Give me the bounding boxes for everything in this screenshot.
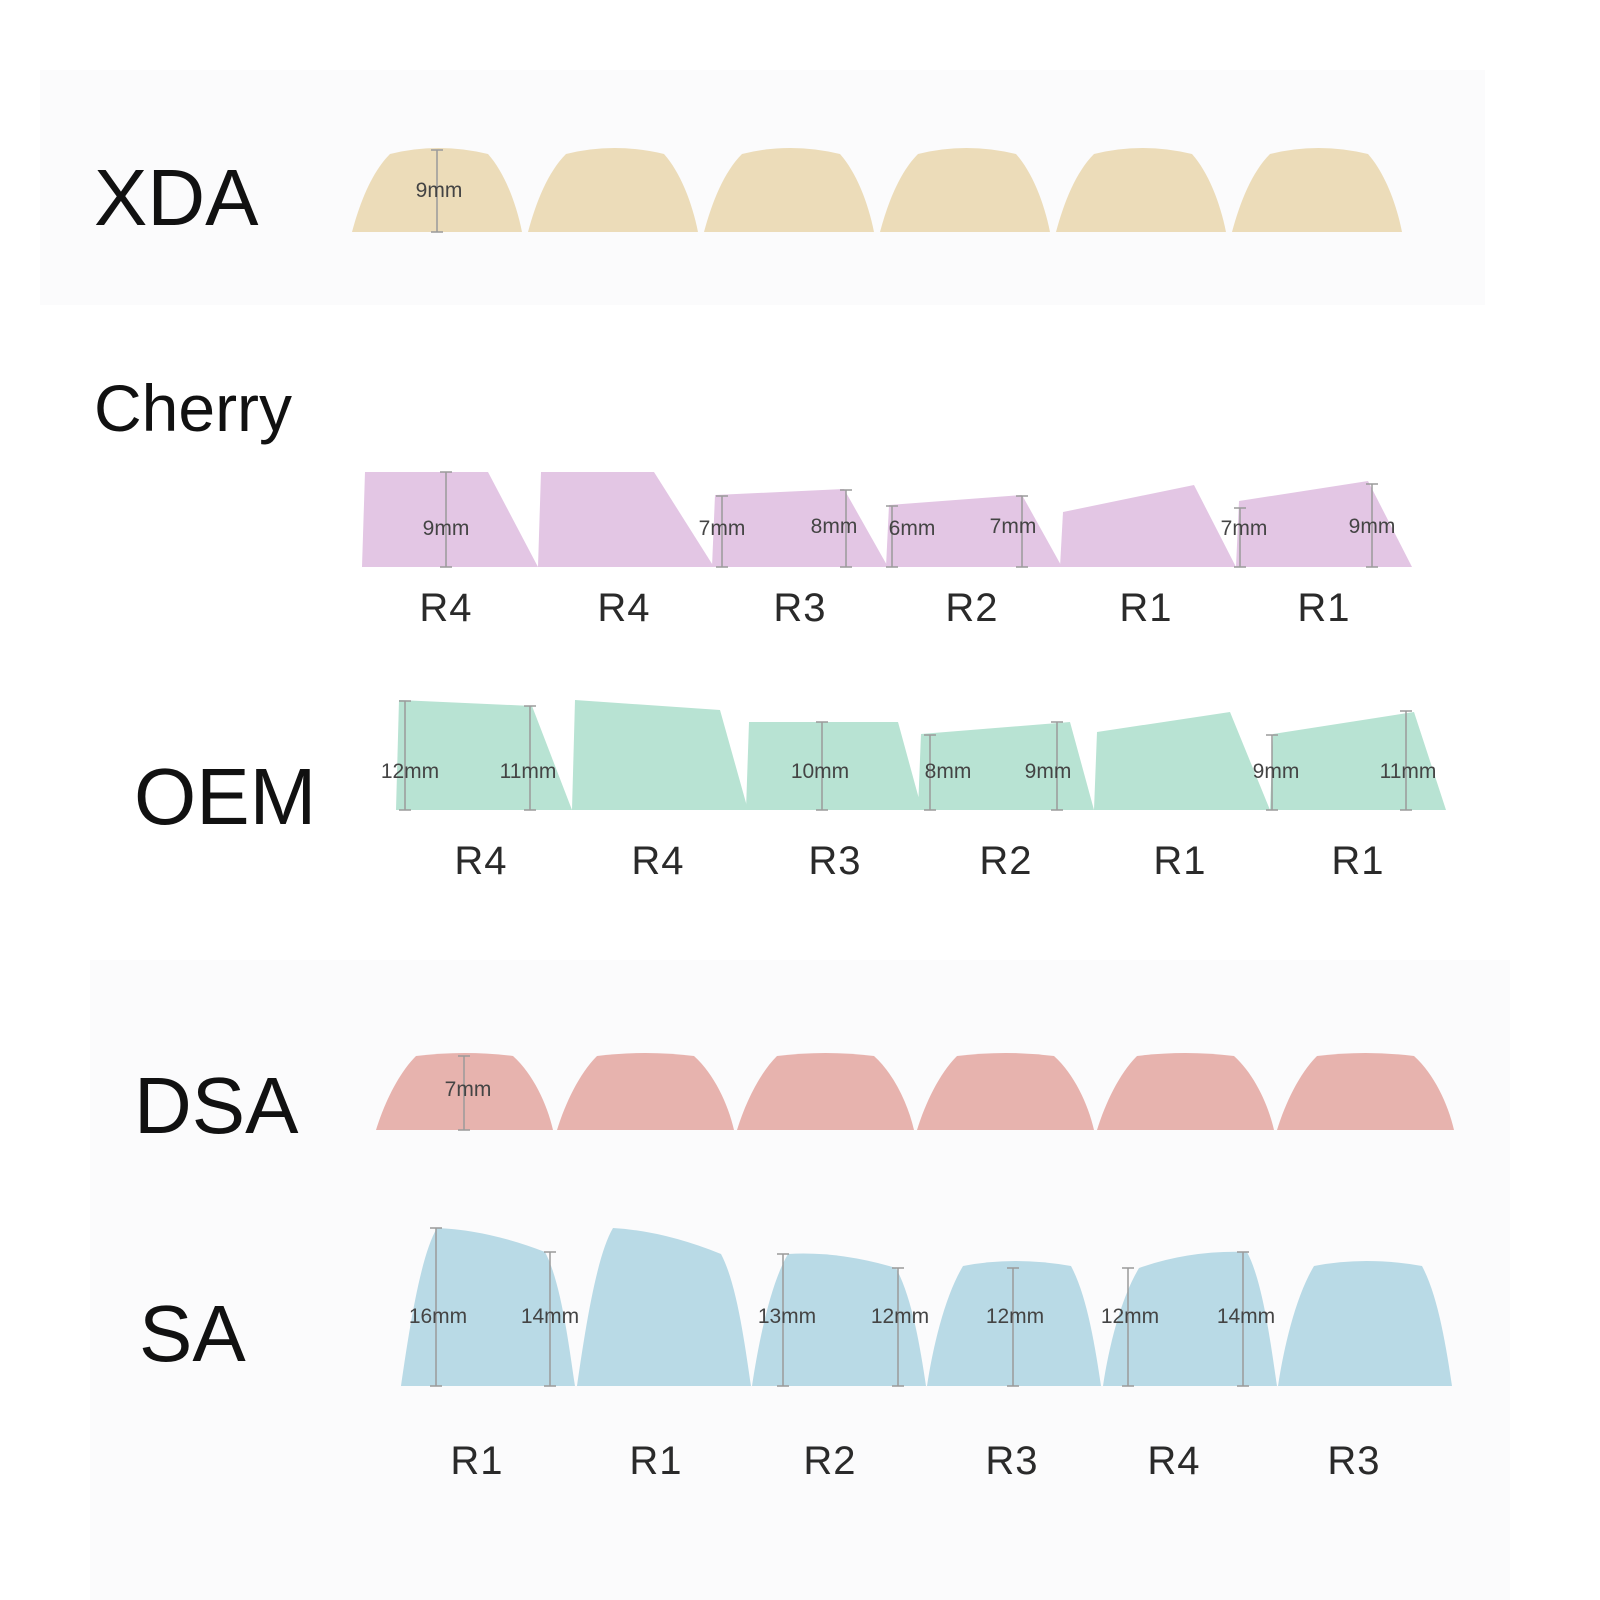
keycap-sa-1 bbox=[401, 1228, 575, 1386]
keycap-xda-5 bbox=[1056, 148, 1226, 232]
keycap-oem-5 bbox=[1094, 712, 1270, 810]
keycap-cherry-5 bbox=[1060, 485, 1236, 567]
profile-title-xda: XDA bbox=[94, 153, 259, 242]
keycap-xda-6 bbox=[1232, 148, 1402, 232]
keycap-cherry-3 bbox=[712, 489, 888, 567]
height-label: 9mm bbox=[416, 179, 463, 202]
profile-group-xda: 9mm bbox=[352, 148, 1402, 233]
row-label: R3 bbox=[985, 1439, 1038, 1483]
height-label: 8mm bbox=[925, 760, 972, 783]
row-label: R4 bbox=[419, 586, 472, 630]
keycap-xda-2 bbox=[528, 148, 698, 232]
keycap-dsa-5 bbox=[1097, 1053, 1274, 1130]
height-label: 9mm bbox=[1349, 515, 1396, 538]
keycap-xda-3 bbox=[704, 148, 874, 232]
profile-title-oem: OEM bbox=[134, 752, 317, 841]
keycap-oem-2 bbox=[572, 700, 748, 810]
keycap-dsa-4 bbox=[917, 1053, 1094, 1130]
height-label: 7mm bbox=[990, 515, 1037, 538]
profile-title-sa: SA bbox=[139, 1289, 246, 1378]
row-label: R4 bbox=[454, 839, 507, 883]
keycap-dsa-2 bbox=[557, 1053, 734, 1130]
height-label: 9mm bbox=[423, 517, 470, 540]
row-label: R1 bbox=[450, 1439, 503, 1483]
height-label: 9mm bbox=[1253, 760, 1300, 783]
row-label: R1 bbox=[1297, 586, 1350, 630]
height-label: 6mm bbox=[889, 517, 936, 540]
profile-title-cherry: Cherry bbox=[94, 371, 293, 445]
keycap-cherry-1 bbox=[362, 472, 538, 567]
height-label: 12mm bbox=[871, 1305, 929, 1328]
height-label: 12mm bbox=[1101, 1305, 1159, 1328]
height-label: 7mm bbox=[1221, 517, 1268, 540]
keycap-oem-3 bbox=[746, 722, 922, 810]
keycap-sa-3 bbox=[752, 1253, 926, 1386]
height-label: 14mm bbox=[521, 1305, 579, 1328]
keycap-sa-5 bbox=[1103, 1251, 1277, 1386]
row-label: R1 bbox=[629, 1439, 682, 1483]
keycap-dsa-3 bbox=[737, 1053, 914, 1130]
profile-group-dsa: 7mm bbox=[376, 1053, 1454, 1131]
row-label: R2 bbox=[803, 1439, 856, 1483]
height-label: 13mm bbox=[758, 1305, 816, 1328]
height-label: 12mm bbox=[381, 760, 439, 783]
height-label: 7mm bbox=[699, 517, 746, 540]
height-label: 7mm bbox=[445, 1078, 492, 1101]
keycap-oem-6 bbox=[1270, 712, 1446, 810]
row-label: R4 bbox=[597, 586, 650, 630]
keycap-xda-4 bbox=[880, 148, 1050, 232]
row-label: R1 bbox=[1153, 839, 1206, 883]
keycap-sa-2 bbox=[577, 1228, 751, 1386]
keycap-oem-1 bbox=[396, 700, 572, 810]
keycap-sa-6 bbox=[1278, 1261, 1452, 1386]
row-label: R2 bbox=[945, 586, 998, 630]
row-label: R3 bbox=[1327, 1439, 1380, 1483]
height-label: 10mm bbox=[791, 760, 849, 783]
keycap-cherry-6 bbox=[1236, 481, 1412, 567]
height-label: 8mm bbox=[811, 515, 858, 538]
height-label: 9mm bbox=[1025, 760, 1072, 783]
row-label: R4 bbox=[1147, 1439, 1200, 1483]
profile-title-dsa: DSA bbox=[134, 1061, 299, 1150]
height-label: 14mm bbox=[1217, 1305, 1275, 1328]
keycap-dsa-6 bbox=[1277, 1053, 1454, 1130]
row-label: R1 bbox=[1331, 839, 1384, 883]
height-label: 11mm bbox=[1380, 760, 1437, 783]
row-label: R3 bbox=[808, 839, 861, 883]
row-label: R1 bbox=[1119, 586, 1172, 630]
row-label: R3 bbox=[773, 586, 826, 630]
keycap-oem-4 bbox=[918, 722, 1094, 810]
row-label: R2 bbox=[979, 839, 1032, 883]
row-label: R4 bbox=[631, 839, 684, 883]
height-label: 11mm bbox=[500, 760, 557, 783]
height-label: 12mm bbox=[986, 1305, 1044, 1328]
keycap-sa-4 bbox=[927, 1261, 1101, 1386]
keycap-cherry-4 bbox=[886, 495, 1062, 567]
height-label: 16mm bbox=[409, 1305, 467, 1328]
keycap-cherry-2 bbox=[538, 472, 714, 567]
